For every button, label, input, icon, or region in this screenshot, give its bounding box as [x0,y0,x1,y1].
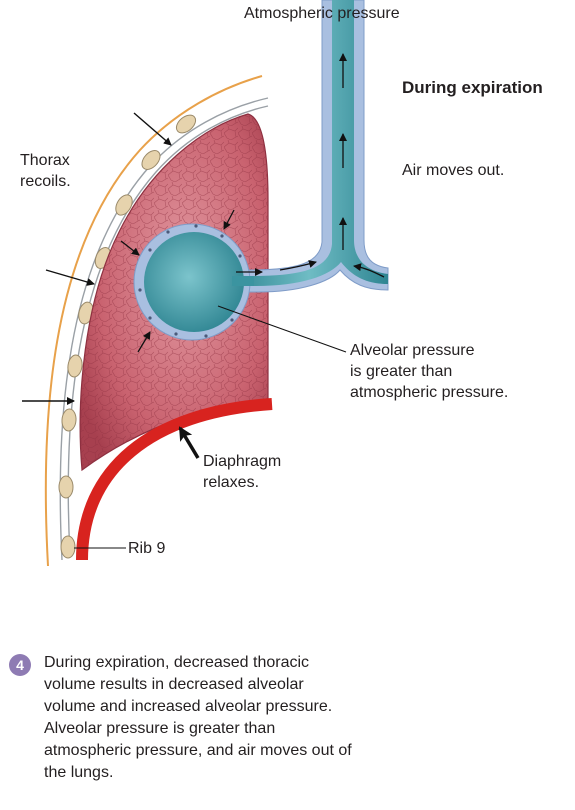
pleura-inner [67,105,269,556]
rib-9-label: Rib 9 [128,540,166,557]
thorax-recoils-label: Thorax recoils. [20,152,71,190]
alveolar-pressure-label: Alveolar pressure is greater than atmosp… [350,342,509,401]
diaphragm-arrow [178,426,200,459]
thorax-arrows [22,112,172,405]
air-moves-label: Air moves out. [402,162,505,179]
diaphragm [76,398,273,561]
diaphragm-relaxes-label: Diaphragm relaxes. [203,453,282,491]
airway-lumen [230,0,388,286]
step-number-badge: 4 [9,654,31,676]
atmospheric-pressure-label: Atmospheric pressure [244,5,400,22]
phase-title: During expiration [402,78,543,97]
alveolar-surface-dots [138,224,242,338]
alveolar-pressure-arrows [120,209,235,353]
airflow-arrows [236,53,385,278]
alveolar-leader [217,305,347,353]
thorax-wall [44,75,263,567]
alveolus [144,232,244,332]
pleura-outer [59,97,269,561]
step-caption: During expiration, decreased thoracic vo… [44,654,352,781]
